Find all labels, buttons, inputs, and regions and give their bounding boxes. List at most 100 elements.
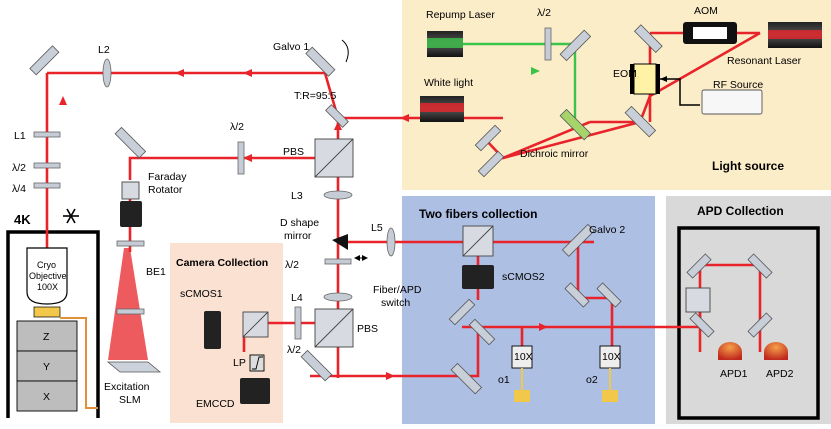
sample-holder <box>33 306 61 318</box>
apd1-detector <box>718 342 742 360</box>
eom-plate-left <box>630 64 634 94</box>
fiber-mirror-1 <box>564 282 590 308</box>
apd-cube <box>685 287 711 313</box>
label-stage-y: Y <box>43 361 50 373</box>
apd-enclosure <box>677 226 820 420</box>
emccd-camera <box>240 378 270 404</box>
scmos2-camera <box>462 265 494 289</box>
label-l4: L4 <box>291 292 303 304</box>
apd-mirror-2 <box>747 253 773 279</box>
label-galvo2: Galvo 2 <box>589 224 625 236</box>
scmos1-camera <box>204 311 221 349</box>
stage-x <box>16 380 78 412</box>
d-shape-mirror <box>332 234 348 250</box>
lens-l2 <box>102 58 112 88</box>
aom-window <box>693 27 727 39</box>
snowflake-icon <box>63 208 79 224</box>
bottom-fiber-mirror <box>450 362 483 395</box>
label-tr: T:R=95:5 <box>294 90 336 102</box>
label-apd1: APD1 <box>720 368 748 380</box>
apd2-detector <box>764 342 788 360</box>
faraday-mirror <box>114 126 147 159</box>
label-half-wave-top: λ/2 <box>537 7 551 19</box>
label-apd2: APD2 <box>766 368 794 380</box>
label-pbs-top: PBS <box>283 146 304 158</box>
label-emccd: EMCCD <box>196 398 235 410</box>
label-apd-collection: APD Collection <box>697 204 784 218</box>
faraday-rotator <box>120 201 142 227</box>
label-repump-laser: Repump Laser <box>426 9 495 21</box>
stage-z <box>16 320 78 352</box>
mirror-bottom <box>300 349 333 382</box>
label-faraday-1: Faraday <box>148 171 187 183</box>
fiber-mirror-2 <box>596 282 622 308</box>
label-camera-collection: Camera Collection <box>176 257 268 269</box>
slm <box>106 361 162 373</box>
label-cryo-1: Cryo <box>37 260 56 270</box>
fiber-coupler-1 <box>514 390 530 402</box>
label-faraday-2: Rotator <box>148 184 183 196</box>
cryostat-box <box>6 230 100 418</box>
label-half-wave-lower: λ/2 <box>285 259 299 271</box>
resonant-laser-aperture <box>768 30 822 39</box>
label-stage-z: Z <box>43 331 50 343</box>
label-aom: AOM <box>694 5 718 17</box>
label-be1: BE1 <box>146 266 166 278</box>
label-lp: LP <box>233 357 246 369</box>
cryo-objective <box>26 247 68 305</box>
tr-splitter <box>325 104 349 128</box>
label-scmos1: sCMOS1 <box>180 288 223 300</box>
waveplate-quarter-left <box>33 182 61 189</box>
lens-l5 <box>386 227 396 257</box>
waveplate-half-left <box>33 162 61 169</box>
label-two-fibers: Two fibers collection <box>419 207 537 221</box>
eom-mirror <box>624 105 657 138</box>
waveplate-half-mid <box>237 141 245 175</box>
label-4k: 4K <box>14 212 31 227</box>
repump-mirror <box>559 29 592 62</box>
apd-mirror-3 <box>689 312 715 338</box>
slm-beam-cone <box>108 248 148 360</box>
label-dichroic-mirror: Dichroic mirror <box>520 148 589 160</box>
label-quarter-wave-left: λ/4 <box>12 183 26 195</box>
label-10x-1: 10X <box>514 351 533 363</box>
label-o1: o1 <box>498 374 510 386</box>
lower-mirror <box>477 150 505 178</box>
label-l3: L3 <box>291 190 303 202</box>
label-stage-x: X <box>43 391 50 403</box>
rf-source <box>701 89 763 115</box>
label-cryo-2: Objective <box>29 271 67 281</box>
label-scmos2: sCMOS2 <box>502 271 545 283</box>
repump-laser-aperture <box>427 38 463 48</box>
label-rf-source: RF Source <box>713 79 763 91</box>
galvo2-mirror <box>561 223 595 257</box>
label-white-light: White light <box>424 77 473 89</box>
label-half-wave-cam: λ/2 <box>287 344 301 356</box>
stage-wire <box>60 317 98 409</box>
lens-l1 <box>33 131 61 138</box>
label-switch-1: Fiber/APD <box>373 284 422 296</box>
galvo1-rotation-icon <box>341 39 349 63</box>
label-switch-2: switch <box>381 297 410 309</box>
label-10x-2: 10X <box>602 351 621 363</box>
label-excitation-2: SLM <box>119 394 141 406</box>
fiber-coupler-2 <box>602 390 618 402</box>
mirror-top-left <box>29 45 60 76</box>
be1-lens-top <box>116 240 145 247</box>
label-l2: L2 <box>98 44 110 56</box>
galvo1-mirror <box>305 46 336 77</box>
be1-lens-bottom <box>116 308 145 315</box>
lp-filter <box>249 354 265 372</box>
label-galvo1: Galvo 1 <box>273 41 309 53</box>
dichroic-mirror <box>559 108 592 141</box>
rf-cable <box>660 78 700 106</box>
apd-mirror-1 <box>686 253 712 279</box>
label-half-wave-left: λ/2 <box>12 162 26 174</box>
white-light-mirror <box>474 124 502 152</box>
lens-l3 <box>323 190 353 200</box>
lens-l4 <box>323 292 353 302</box>
apd-mirror-4 <box>747 312 773 338</box>
label-pbs-bottom: PBS <box>357 323 378 335</box>
label-half-wave-mid: λ/2 <box>230 121 244 133</box>
